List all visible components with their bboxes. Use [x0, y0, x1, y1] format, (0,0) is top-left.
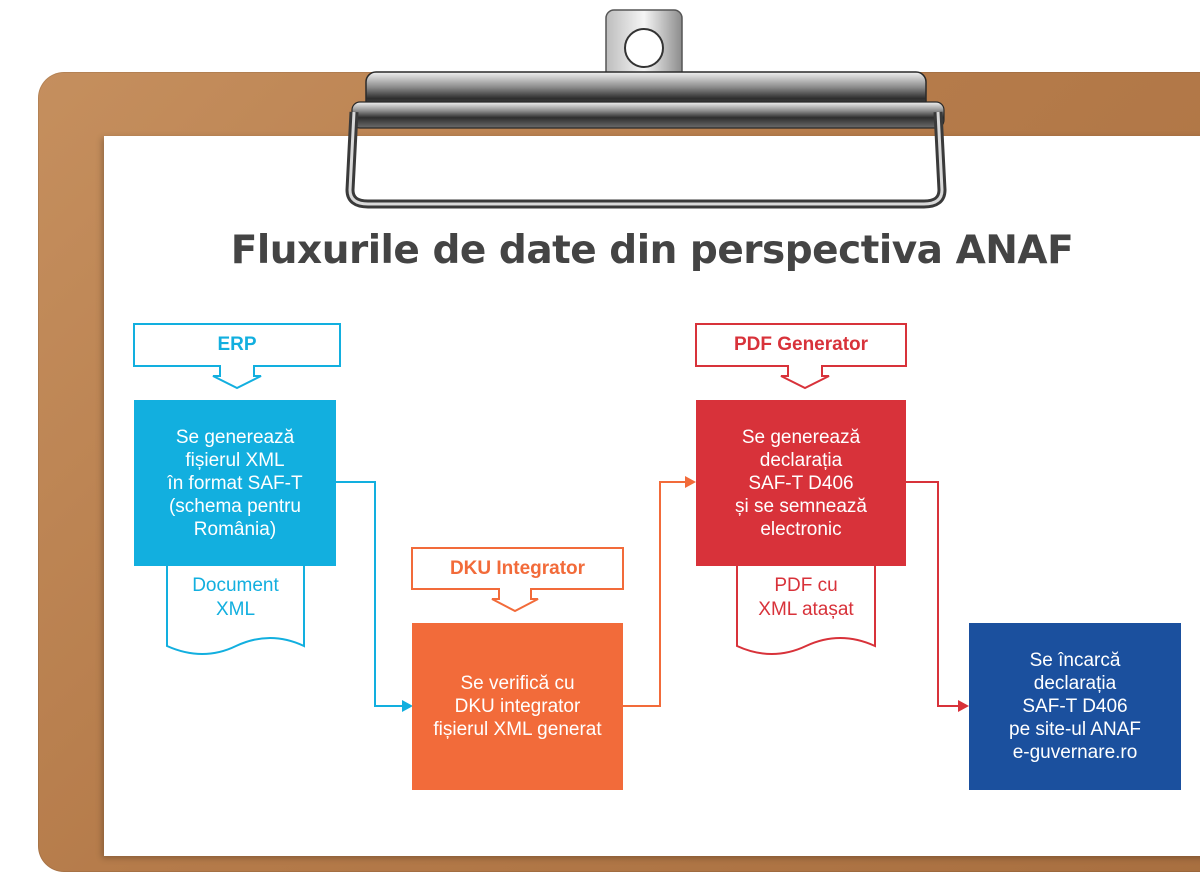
- arrowhead-dku-to-pdf: [685, 476, 696, 488]
- connector-erp-to-dku: [336, 482, 404, 706]
- connector-pdf-to-upload: [906, 482, 960, 706]
- erp-label: ERP: [134, 324, 340, 366]
- pdf-document-label: PDF cu XML atașat: [737, 574, 875, 622]
- arrowhead-pdf-to-upload: [958, 700, 969, 712]
- upload-process-box: Se încarcă declarația SAF-T D406 pe site…: [969, 623, 1181, 790]
- erp-document-label: Document XML: [167, 574, 304, 622]
- erp-process-box: Se generează fișierul XML în format SAF-…: [134, 400, 336, 566]
- dku-label: DKU Integrator: [412, 548, 623, 589]
- pdf-process-box: Se generează declarația SAF-T D406 și se…: [696, 400, 906, 566]
- connector-dku-to-pdf: [623, 482, 687, 706]
- dku-process-box: Se verifică cu DKU integrator fișierul X…: [412, 623, 623, 790]
- pdf-label: PDF Generator: [696, 324, 906, 366]
